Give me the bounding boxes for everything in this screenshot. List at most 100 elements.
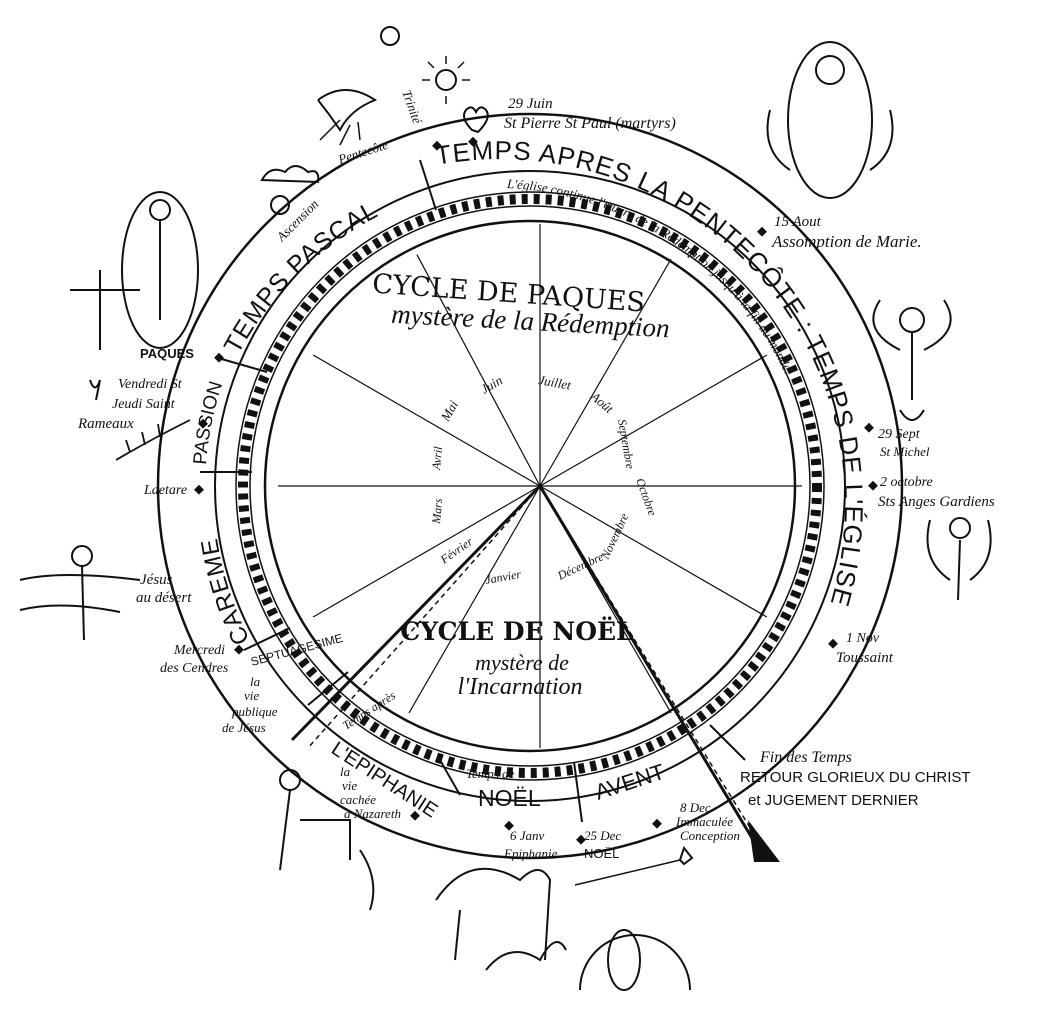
label-st-michel-name: St Michel (880, 444, 930, 459)
ascension-clouds-icon (260, 165, 320, 215)
label-publique-2: vie (244, 688, 259, 703)
illustrations (19, 26, 992, 991)
label-epiphanie-name: Epiphanie (503, 846, 558, 861)
label-noel-date: 25 Dec (584, 828, 621, 843)
label-publique-3: publique (231, 704, 278, 719)
label-nazareth-3: cachée (340, 792, 376, 807)
label-desert-2: au désert (136, 590, 192, 606)
label-laetare: Laetare (143, 483, 187, 498)
month-spokes (278, 224, 802, 748)
segment-septuagesime: SEPTUAGESIME (249, 631, 344, 669)
feast-markers (194, 136, 878, 845)
month-label-mai: Mai (437, 398, 461, 425)
month-label-janvier: Janvier (484, 567, 522, 587)
marker-st-michel (864, 422, 874, 433)
label-toussaint-date: 1 Nov (846, 631, 880, 646)
nativity-illustration (579, 929, 691, 991)
risen-christ-illustration (70, 191, 199, 401)
label-mercredi: Mercredi (173, 643, 225, 658)
label-pentecote: Pentecôte (335, 137, 390, 167)
wheel-structure (156, 112, 904, 860)
label-anges-name: Sts Anges Gardiens (878, 494, 995, 510)
marker-rameaux (198, 418, 208, 429)
archangel-michael-illustration (872, 299, 952, 421)
christmas-cycle-subtitle-2: l'Incarnation (457, 674, 582, 700)
month-spoke (539, 354, 768, 487)
month-label-fevrier: Février (437, 534, 476, 567)
month-spoke (539, 258, 672, 487)
label-trinite: Trinité (399, 88, 425, 127)
label-nazareth-4: à Nazareth (344, 806, 401, 821)
zigzag-band (238, 194, 822, 778)
label-desert-1: Jésus (140, 572, 173, 588)
month-spoke (312, 354, 541, 487)
inner-cycles: CYCLE DE PAQUES mystère de la Rédemption… (371, 269, 670, 700)
marker-toussaint (828, 638, 838, 649)
segment-careme: CAREME (196, 536, 255, 649)
label-nazareth-2: vie (342, 778, 357, 793)
label-assomption-date: 15 Aout (774, 214, 822, 230)
label-fin-des-temps: Fin des Temps (759, 749, 852, 766)
marker-noel (576, 834, 586, 845)
label-anges-date: 2 octobre (880, 475, 933, 490)
magi-camels-illustration (435, 867, 567, 971)
label-des-cendres: des Cendres (160, 661, 229, 676)
label-retour-glorieux: RETOUR GLORIEUX DU CHRIST (740, 769, 971, 786)
month-spoke (539, 485, 768, 618)
label-immaculee-date: 8 Dec (680, 800, 711, 815)
month-label-mars: Mars (429, 497, 445, 525)
marker-laetare (194, 484, 204, 495)
holy-family-nazareth-illustration (279, 769, 375, 911)
label-st-michel-date: 29 Sept (878, 427, 921, 442)
palm-branch-icon (115, 419, 191, 461)
mary-assumption-illustration (766, 41, 894, 199)
marker-epiphanie (504, 820, 514, 831)
label-jeudi-saint: Jeudi Saint (112, 397, 176, 412)
label-jugement-dernier: et JUGEMENT DERNIER (748, 792, 919, 809)
label-immaculee-name: Immaculée (675, 814, 733, 829)
marker-trinite (432, 140, 442, 151)
trinity-sun-icon (380, 26, 470, 104)
ring-dividers (200, 159, 746, 823)
outer-annotations: Trinité Pentecôte Ascension PAQUES 29 Ju… (77, 88, 995, 861)
month-label-avril: Avril (429, 445, 445, 471)
christmas-cycle-title: CYCLE DE NOËL (400, 617, 634, 646)
segment-noel: NOËL (478, 785, 541, 811)
label-epiphanie-date: 6 Janv (510, 828, 545, 843)
chalice-icon (89, 379, 101, 401)
marker-paques (214, 352, 224, 363)
label-toussaint-name: Toussaint (836, 650, 894, 666)
guardian-angel-illustration (926, 517, 992, 601)
wedge-tip (748, 820, 780, 862)
middle-ring (214, 170, 846, 802)
marker-immaculee (652, 818, 662, 829)
label-assomption-name: Assomption de Marie. (771, 232, 922, 251)
ring-segments: TEMPS APRES LA PENTECÔTE : TEMPS DE L'ÉG… (190, 135, 869, 822)
zigzag-band-inner (249, 205, 811, 767)
month-label-octobre: Octobre (633, 476, 660, 518)
label-publique-4: de Jésus (222, 720, 266, 735)
zigzag-band-outer (235, 191, 825, 781)
month-label-juillet: Juillet (537, 372, 572, 392)
marker-st-pierre (468, 136, 478, 147)
month-label-septembre: Septembre (615, 418, 638, 471)
label-rameaux: Rameaux (77, 416, 134, 432)
label-publique-1: la (250, 674, 261, 689)
month-spoke (408, 485, 541, 714)
outer-ring (156, 112, 904, 860)
label-nazareth-1: la (340, 764, 351, 779)
label-paques: PAQUES (140, 346, 194, 361)
segment-pentecote-main: TEMPS APRES LA PENTECÔTE : TEMPS DE L'ÉG… (433, 135, 869, 610)
month-labels: Mai Juin Juillet Août Septembre Octobre … (429, 372, 660, 587)
label-noel-name: NOËL (584, 846, 619, 861)
month-spoke (416, 254, 541, 487)
christmas-cycle-subtitle-1: mystère de (475, 650, 569, 675)
month-spoke (312, 485, 541, 618)
star-comet-icon (574, 845, 694, 886)
label-vendredi-saint: Vendredi St (118, 377, 183, 392)
christmas-cycle-wedge (290, 484, 780, 862)
dove-pentecost-icon (317, 89, 378, 146)
month-label-aout: Août (587, 388, 617, 416)
label-st-pierre-date: 29 Juin (508, 96, 553, 112)
